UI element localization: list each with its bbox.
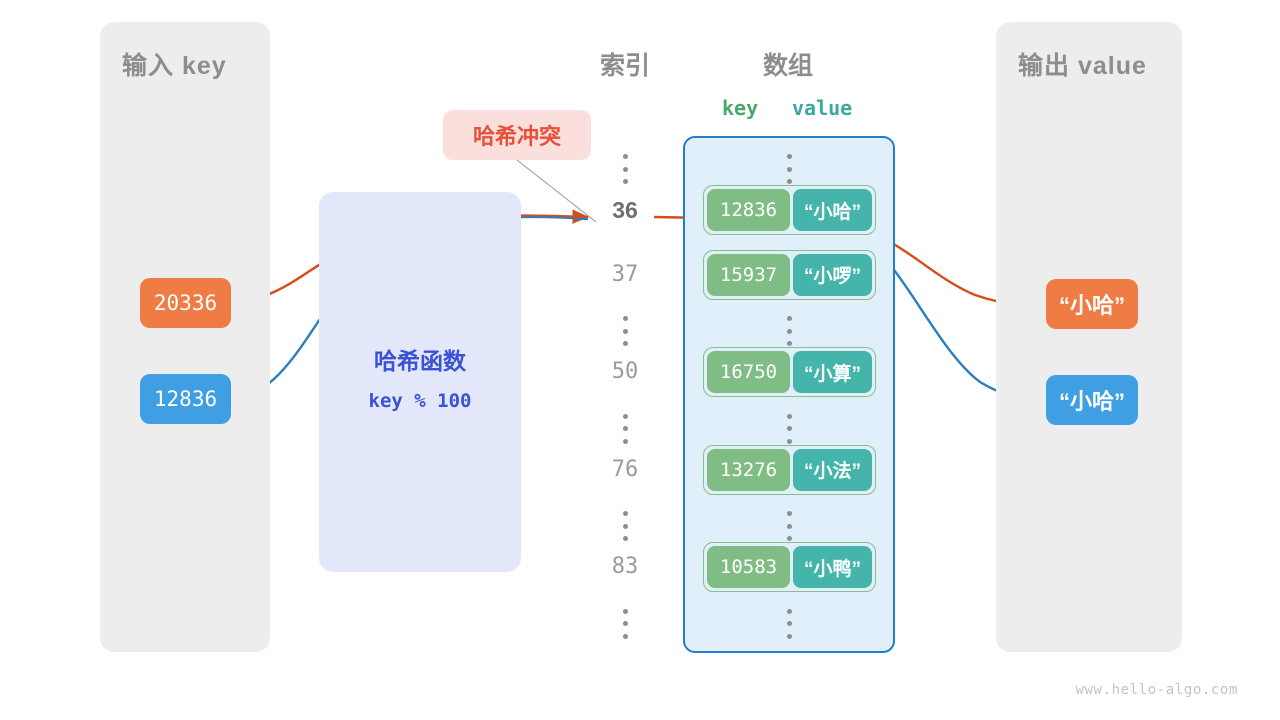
index-column-caption: 索引 bbox=[599, 52, 650, 80]
value-column-caption: value bbox=[792, 96, 853, 120]
cell-value: “小哈” bbox=[793, 189, 872, 231]
array-ellipsis bbox=[782, 608, 796, 639]
array-column-caption: 数组 bbox=[762, 52, 813, 80]
cell-key: 16750 bbox=[707, 351, 790, 393]
array-ellipsis bbox=[782, 154, 796, 184]
cell-key: 12836 bbox=[707, 189, 790, 231]
output-panel-title: 输出 value bbox=[1018, 52, 1147, 80]
index-ellipsis bbox=[618, 154, 632, 184]
table-row[interactable]: 12836“小哈” bbox=[703, 185, 876, 235]
key-column-caption: key bbox=[722, 96, 759, 120]
index-ellipsis bbox=[618, 511, 632, 541]
table-row[interactable]: 15937“小啰” bbox=[703, 249, 876, 300]
array-ellipsis bbox=[782, 511, 796, 541]
input-panel-title: 输入 key bbox=[122, 52, 227, 80]
watermark: www.hello-algo.com bbox=[1075, 682, 1238, 698]
output-value-chip-0[interactable]: “小哈” bbox=[1046, 279, 1138, 329]
hash-function-title: 哈希函数 bbox=[374, 348, 466, 374]
index-label-83: 83 bbox=[611, 554, 639, 579]
index-label-50: 50 bbox=[611, 359, 639, 384]
table-row[interactable]: 13276“小法” bbox=[703, 444, 876, 495]
output-value-panel bbox=[996, 22, 1182, 652]
hash-function-box: 哈希函数 key % 100 bbox=[319, 192, 521, 572]
index-ellipsis bbox=[618, 316, 632, 346]
hash-collision-label: 哈希冲突 bbox=[443, 110, 591, 160]
cell-value: “小鸭” bbox=[793, 546, 872, 588]
index-ellipsis bbox=[618, 413, 632, 444]
array-ellipsis bbox=[782, 413, 796, 444]
hash-function-expression: key % 100 bbox=[368, 390, 472, 412]
cell-key: 13276 bbox=[707, 448, 790, 491]
input-key-panel bbox=[100, 22, 270, 652]
collision-leader-line bbox=[516, 159, 597, 223]
input-key-chip-1[interactable]: 12836 bbox=[140, 374, 231, 424]
cell-value: “小啰” bbox=[793, 253, 872, 296]
cell-value: “小法” bbox=[793, 448, 872, 491]
index-label-36: 36 bbox=[612, 197, 638, 223]
table-row[interactable]: 10583“小鸭” bbox=[703, 542, 876, 592]
cell-key: 15937 bbox=[707, 253, 790, 296]
index-label-76: 76 bbox=[611, 456, 639, 482]
table-row[interactable]: 16750“小算” bbox=[703, 347, 876, 397]
index-label-37: 37 bbox=[611, 261, 639, 287]
output-value-chip-1[interactable]: “小哈” bbox=[1046, 375, 1138, 425]
cell-value: “小算” bbox=[793, 351, 872, 393]
input-key-chip-0[interactable]: 20336 bbox=[140, 278, 231, 328]
index-ellipsis bbox=[618, 608, 632, 639]
array-ellipsis bbox=[782, 316, 796, 346]
cell-key: 10583 bbox=[707, 546, 790, 588]
